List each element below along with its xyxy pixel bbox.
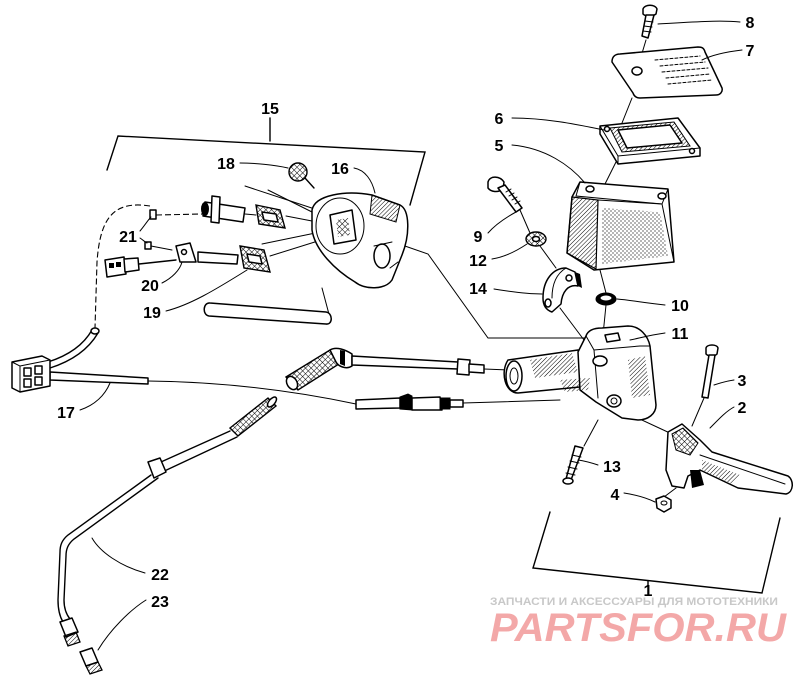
callout-15: 15 [261,101,279,118]
brake-light-switch [355,393,464,411]
callout-10: 10 [671,298,689,315]
part-12-lock-washer [525,231,547,247]
part-13-screw [562,445,584,485]
callout-14: 14 [469,281,487,298]
part-10-washer [595,292,617,306]
callout-2: 2 [738,400,747,417]
watermark: ЗАПЧАСТИ И АКСЕССУАРЫ ДЛЯ МОТОТЕХНИКИ PA… [490,596,787,650]
part-6-gasket [599,117,701,165]
callout-17: 17 [57,405,75,422]
part-14-clamp [542,267,582,313]
part-3-pivot-bolt [701,344,719,399]
callout-18: 18 [217,156,235,173]
leader-lines [79,20,743,651]
callout-3: 3 [738,373,747,390]
callout-21: 21 [119,229,137,246]
callout-19: 19 [143,305,161,322]
part-23-fittings [59,617,103,675]
part-16-switch-housing [311,192,409,289]
part-21-screws [144,209,204,251]
callouts: 1 2 3 4 5 6 7 8 9 10 11 12 13 14 15 16 1… [57,15,754,611]
callout-23: 23 [151,594,169,611]
callout-4: 4 [611,487,620,504]
callout-6: 6 [495,111,504,128]
part-20-bracket [175,242,197,263]
hose-fitting-upper [284,347,485,391]
callout-7: 7 [746,43,755,60]
part-8-screw [641,4,658,39]
part-22-brake-line [57,396,278,623]
watermark-tagline: ЗАПЧАСТИ И АКСЕССУАРЫ ДЛЯ МОТОТЕХНИКИ [490,596,778,608]
part-17-cable [47,204,357,405]
callout-22: 22 [151,567,169,584]
switch-lower [197,245,271,273]
part-18-knob [288,162,315,189]
part-2-lever [665,423,793,495]
callout-12: 12 [469,253,487,270]
part-4-nut [655,495,672,513]
callout-5: 5 [495,138,504,155]
watermark-logo: PARTSFOR.RU [490,606,787,650]
callout-8: 8 [746,15,755,32]
part-9-bolt [487,176,523,213]
callout-16: 16 [331,161,349,178]
callout-1: 1 [644,583,653,600]
part-11-master-cylinder [503,325,657,421]
part-7-cover [611,46,723,99]
part-19-sleeve [203,302,332,325]
bracket-1 [532,511,781,594]
small-connector [104,256,177,278]
bracket-15 [106,117,426,206]
callout-9: 9 [474,229,483,246]
callout-11: 11 [672,326,689,343]
callout-13: 13 [603,459,621,476]
callout-20: 20 [141,278,159,295]
part-5-reservoir [566,181,675,271]
connector-plug [11,355,51,393]
switch-upper [201,195,286,229]
